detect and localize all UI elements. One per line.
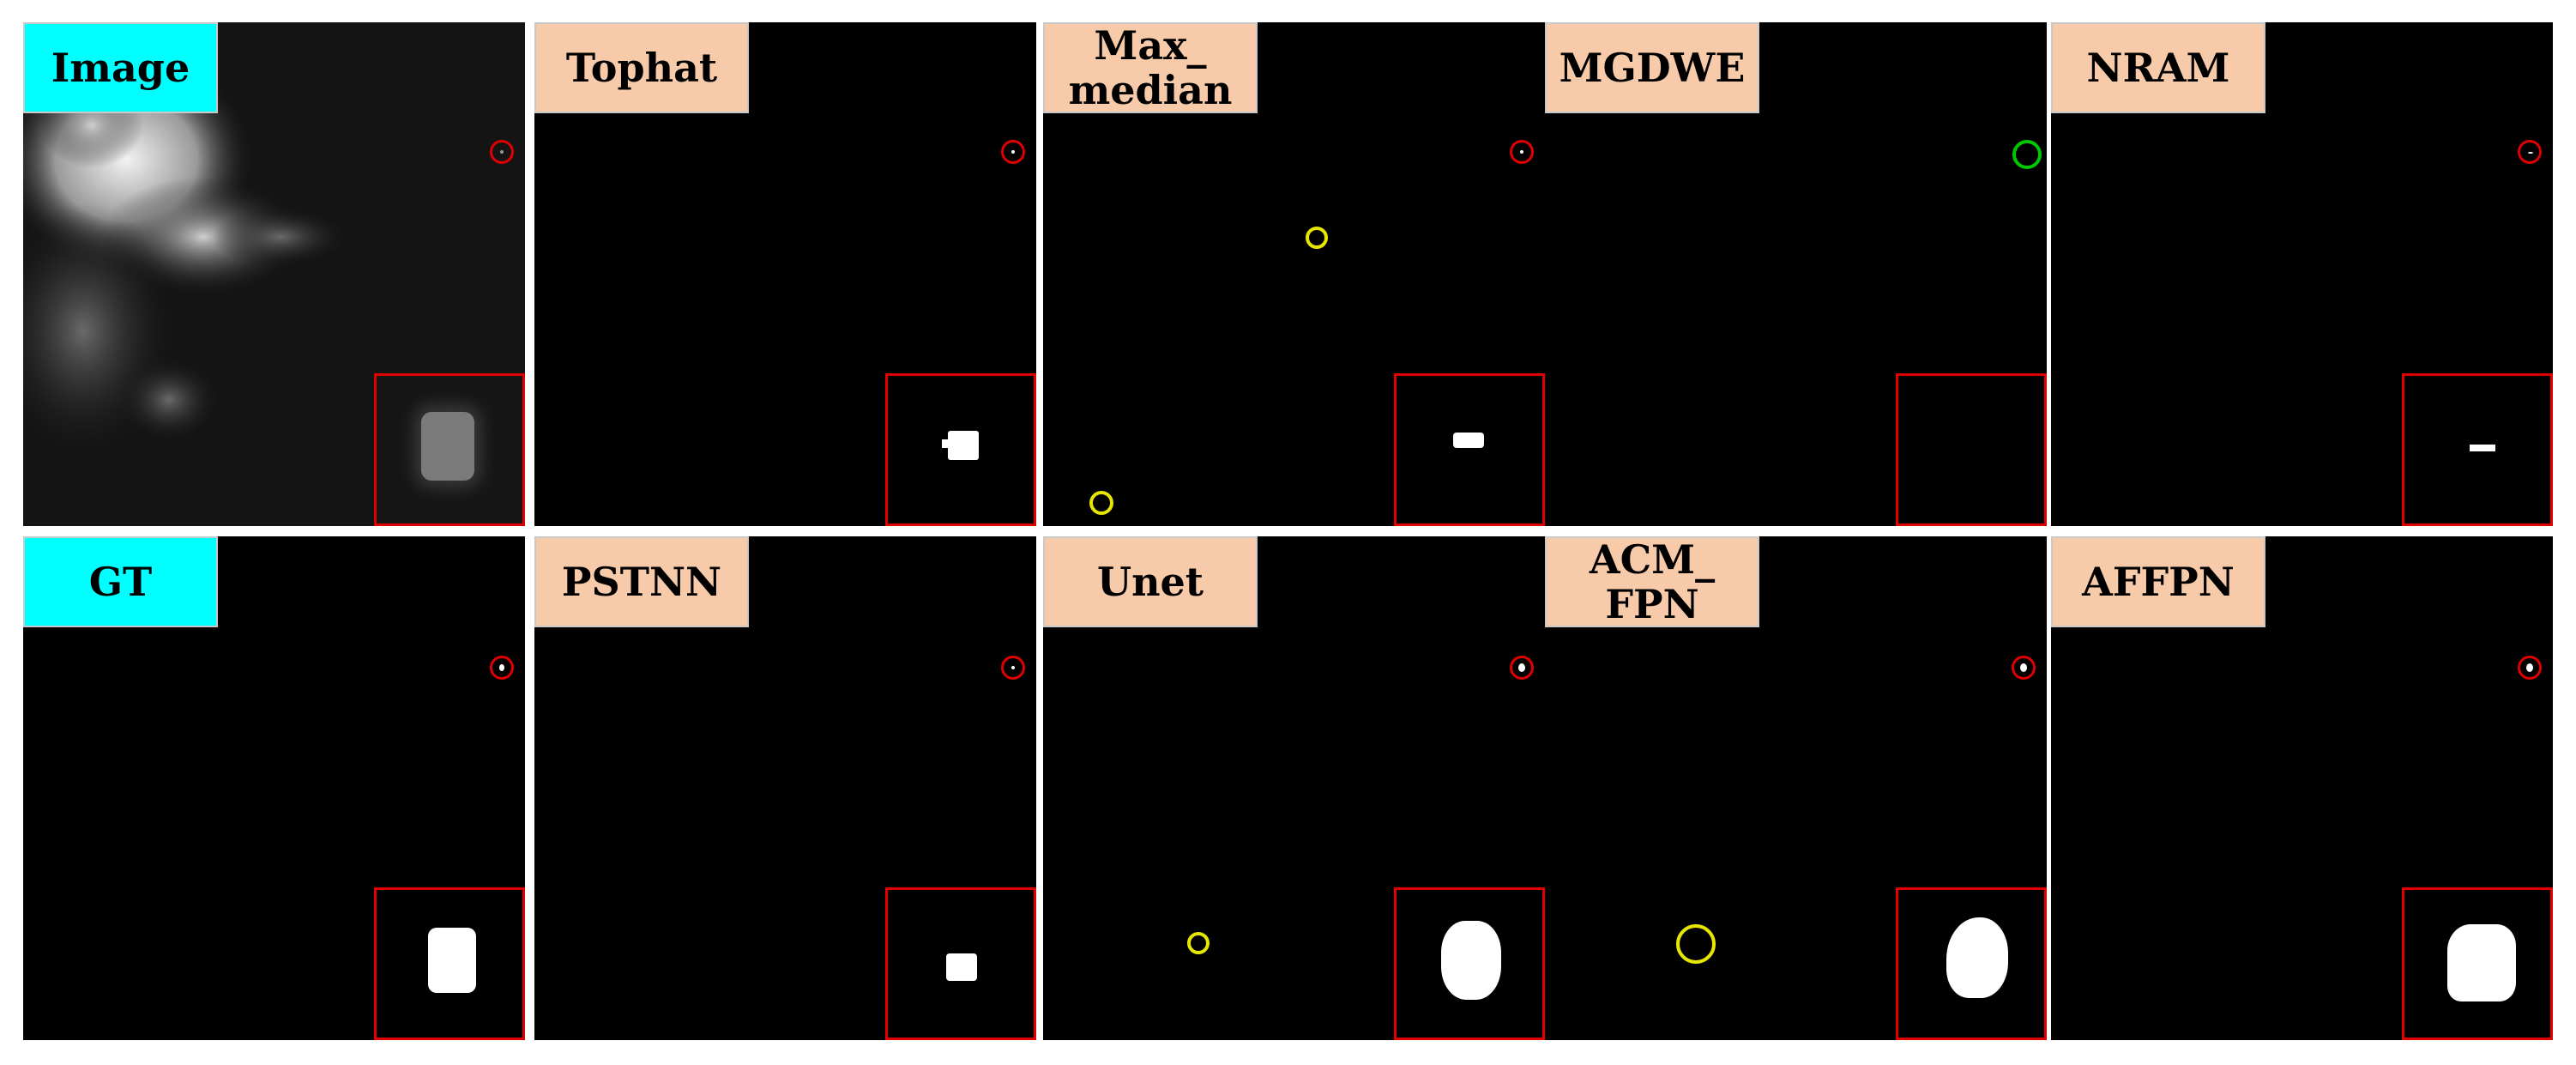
target-circle [2012, 656, 2036, 680]
panel-max-median: Max_ median [1043, 22, 1545, 526]
zoom-inset [1394, 887, 1545, 1040]
panel-gt: GT [23, 536, 525, 1040]
target-circle [1001, 140, 1025, 164]
zoom-inset [2402, 887, 2553, 1040]
target-circle [490, 140, 514, 164]
panel-label: PSTNN [534, 536, 749, 627]
panel-nram: NRAM [2051, 22, 2553, 526]
target-blob [421, 412, 474, 481]
missed-target-circle [2012, 140, 2042, 169]
target-blob [946, 953, 977, 981]
zoom-inset [1896, 887, 2047, 1040]
zoom-inset [885, 373, 1036, 526]
panel-label: NRAM [2051, 22, 2265, 113]
target-blob [428, 928, 476, 993]
panel-label: AFFPN [2051, 536, 2265, 627]
target-circle [1510, 656, 1534, 680]
zoom-inset [374, 887, 525, 1040]
zoom-inset [1896, 373, 2047, 526]
target-circle [1001, 656, 1025, 680]
panel-affpn: AFFPN [2051, 536, 2553, 1040]
panel-label: Tophat [534, 22, 749, 113]
zoom-inset [374, 373, 525, 526]
panel-pstnn: PSTNN [534, 536, 1036, 1040]
panel-image: Image [23, 22, 525, 526]
panel-label: Unet [1043, 536, 1258, 627]
zoom-inset [1394, 373, 1545, 526]
panel-label: MGDWE [1545, 22, 1759, 113]
target-circle [2518, 656, 2542, 680]
false-alarm-circle [1089, 491, 1113, 515]
panel-tophat: Tophat [534, 22, 1036, 526]
panel-mgdwe: MGDWE [1545, 22, 2047, 526]
target-circle [2518, 140, 2542, 164]
target-circle [490, 656, 514, 680]
false-alarm-circle [1306, 227, 1328, 249]
target-blob [2447, 924, 2516, 1001]
false-alarm-circle [1676, 924, 1716, 964]
panel-label: GT [23, 536, 218, 627]
target-blob [1441, 921, 1501, 1000]
panel-label: ACM_ FPN [1545, 536, 1759, 627]
panel-acm-fpn: ACM_ FPN [1545, 536, 2047, 1040]
panel-label: Max_ median [1043, 22, 1258, 113]
zoom-inset [885, 887, 1036, 1040]
zoom-inset [2402, 373, 2553, 526]
false-alarm-circle [1187, 932, 1210, 954]
target-blob [1946, 917, 2008, 998]
infrared-scene [23, 22, 525, 526]
target-blob [1453, 433, 1484, 448]
target-circle [1510, 140, 1534, 164]
target-blob-fragment [942, 439, 949, 448]
target-blob [2470, 445, 2495, 451]
panel-label: Image [23, 22, 218, 113]
target-blob [948, 431, 979, 460]
panel-unet: Unet [1043, 536, 1545, 1040]
